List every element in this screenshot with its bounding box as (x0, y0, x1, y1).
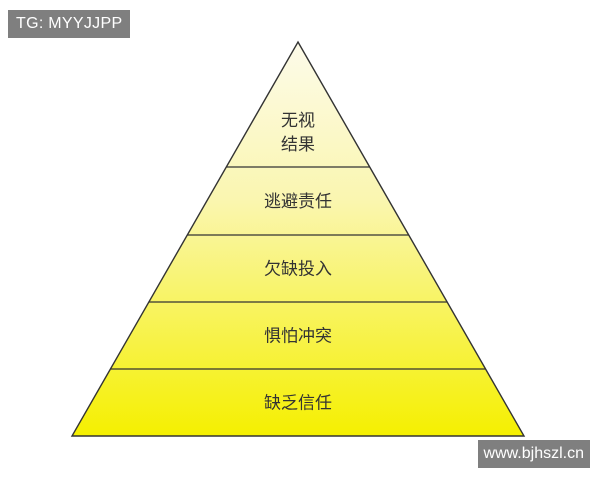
watermark-top: TG: MYYJJPP (8, 10, 131, 38)
pyramid-level-1-label: 无视结果 (281, 111, 315, 155)
watermark-bottom: www.bjhszl.cn (477, 440, 590, 468)
pyramid-level-2-line-1: 逃避责任 (264, 192, 332, 212)
pyramid-level-1-line-1: 无视 (281, 111, 315, 131)
pyramid-level-3-line-1: 欠缺投入 (264, 260, 332, 280)
pyramid-level-3-label: 欠缺投入 (264, 260, 332, 280)
pyramid-level-5-label: 缺乏信任 (264, 394, 332, 414)
pyramid-level-1-line-2: 结果 (281, 135, 315, 155)
pyramid-level-4-label: 惧怕冲突 (264, 327, 332, 347)
pyramid-level-2-label: 逃避责任 (264, 192, 332, 212)
pyramid-outline (70, 40, 526, 437)
pyramid-level-5-line-1: 缺乏信任 (264, 394, 332, 414)
pyramid-level-4-line-1: 惧怕冲突 (264, 327, 332, 347)
